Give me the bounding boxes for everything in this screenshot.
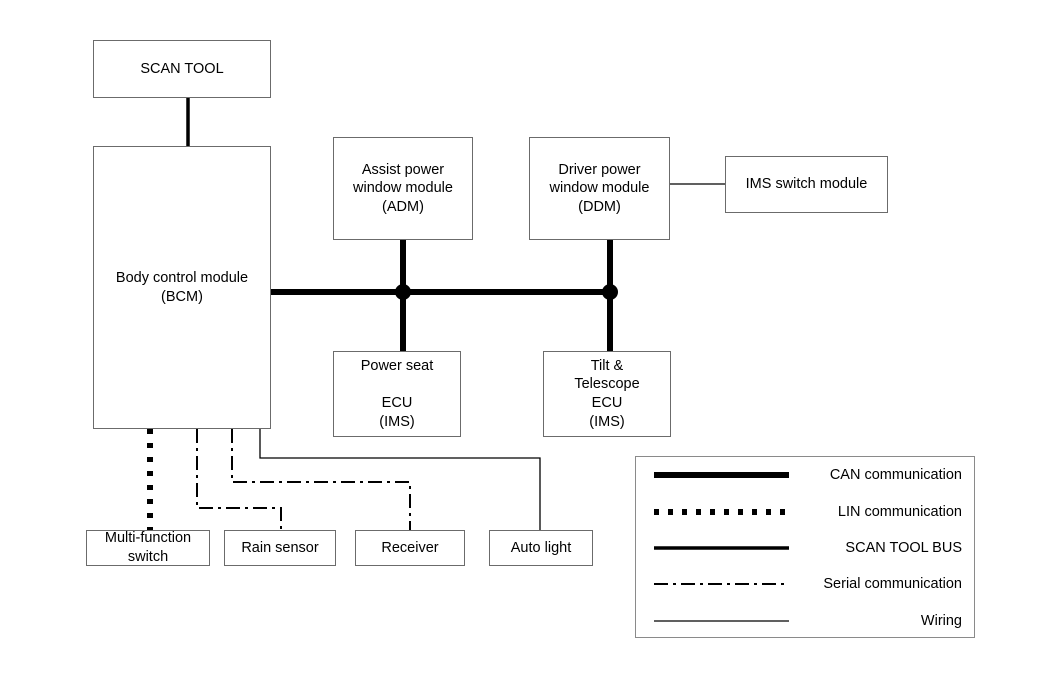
legend-label-serial: Serial communication <box>823 576 962 593</box>
legend-line-sample-serial <box>654 577 789 591</box>
legend-row-can: CAN communication <box>636 457 974 493</box>
module-label-rain-sensor: Rain sensor <box>241 539 319 556</box>
legend-row-wiring: Wiring <box>636 603 974 639</box>
module-label-ddm: Driver power window module (DDM) <box>549 161 650 215</box>
module-scan-tool[interactable]: SCAN TOOL <box>93 40 271 98</box>
module-adm[interactable]: Assist power window module (ADM) <box>333 137 473 240</box>
legend-label-can: CAN communication <box>829 467 962 484</box>
module-bcm[interactable]: Body control module (BCM) <box>93 146 271 429</box>
module-label-bcm: Body control module (BCM) <box>115 269 249 305</box>
connection-bcm-to-receiver <box>231 429 411 530</box>
legend-label-lin: LIN communication <box>837 503 962 520</box>
legend-line-sample-wiring <box>654 614 789 628</box>
legend-line-sample-can <box>654 468 789 482</box>
legend-label-scan-tool-bus: SCAN TOOL BUS <box>845 539 962 556</box>
legend-line-sample-scan-tool-bus <box>654 541 789 555</box>
legend-row-lin: LIN communication <box>636 493 974 529</box>
connection-bcm-to-rain-sensor <box>196 429 282 530</box>
module-label-power-seat-ecu: Power seat ECU (IMS) <box>360 357 434 430</box>
connection-bcm-to-auto-light <box>259 429 541 530</box>
module-multi-function-switch[interactable]: Multi-function switch <box>86 530 210 566</box>
module-label-adm: Assist power window module (ADM) <box>353 161 453 215</box>
legend-label-wiring: Wiring <box>920 612 962 629</box>
module-label-multi-function-switch: Multi-function switch <box>104 530 192 565</box>
module-ims-switch[interactable]: IMS switch module <box>725 156 888 213</box>
junction-dot-can-junction-adm <box>395 284 411 300</box>
module-auto-light[interactable]: Auto light <box>489 530 593 566</box>
module-receiver[interactable]: Receiver <box>355 530 465 566</box>
module-ddm[interactable]: Driver power window module (DDM) <box>529 137 670 240</box>
module-label-ims-switch: IMS switch module <box>745 176 868 193</box>
module-power-seat-ecu[interactable]: Power seat ECU (IMS) <box>333 351 461 437</box>
junction-dot-can-junction-ddm <box>602 284 618 300</box>
legend-line-sample-lin <box>654 505 789 519</box>
legend-row-scan-tool-bus: SCAN TOOL BUS <box>636 530 974 566</box>
module-rain-sensor[interactable]: Rain sensor <box>224 530 336 566</box>
module-label-auto-light: Auto light <box>510 539 572 556</box>
module-label-tilt-telescope-ecu: Tilt & Telescope ECU (IMS) <box>574 357 640 430</box>
module-label-receiver: Receiver <box>381 539 439 556</box>
module-tilt-telescope-ecu[interactable]: Tilt & Telescope ECU (IMS) <box>543 351 671 437</box>
legend-row-serial: Serial communication <box>636 566 974 602</box>
module-label-scan-tool: SCAN TOOL <box>140 60 224 77</box>
